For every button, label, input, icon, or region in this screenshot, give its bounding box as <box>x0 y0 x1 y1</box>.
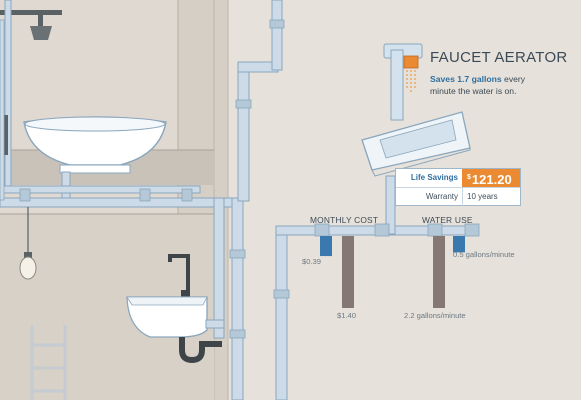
life-savings-value: $121.20 <box>462 169 520 187</box>
aerator-faucet-icon <box>383 43 423 121</box>
warranty-label: Warranty <box>425 192 458 201</box>
vessel-sink-icon <box>23 116 167 201</box>
water-label-aerator: 0.5 gallons/minute <box>453 250 515 259</box>
bar-cost-1 <box>342 236 354 308</box>
ladder-icon <box>30 325 67 400</box>
aerator-description: Saves 1.7 gallons every minute the water … <box>430 73 525 97</box>
cost-label-standard: $1.40 <box>337 311 357 320</box>
water-use-title: WATER USE <box>422 215 473 225</box>
bathroom-sink-icon <box>361 111 471 177</box>
wall-sink-icon <box>126 254 225 364</box>
savings-text-1: every <box>504 74 526 84</box>
savings-highlight: Saves 1.7 gallons <box>430 74 502 84</box>
currency-symbol: $ <box>467 174 471 181</box>
life-savings-label: Life Savings <box>410 173 458 182</box>
savings-text-2: minute the water is on. <box>430 86 517 96</box>
life-savings-row: Life Savings $121.20 <box>396 169 520 187</box>
water-label-standard: 2.2 gallons/minute <box>404 311 466 320</box>
bar-water-0 <box>453 236 465 253</box>
monthly-cost-title: MONTHLY COST <box>310 215 379 225</box>
pendant-lamp-icon <box>19 207 37 280</box>
aerator-title: FAUCET AERATOR <box>430 49 568 66</box>
bar-cost-0 <box>320 236 332 257</box>
supply-pipes <box>0 0 285 400</box>
warranty-value: 10 years <box>462 188 520 206</box>
savings-summary-box: Life Savings $121.20 Warranty 10 years <box>395 168 521 206</box>
chart-pipes <box>273 175 480 400</box>
warranty-row: Warranty 10 years <box>396 187 520 206</box>
cost-label-aerator: $0.39 <box>302 257 322 266</box>
bar-water-1 <box>433 236 445 308</box>
